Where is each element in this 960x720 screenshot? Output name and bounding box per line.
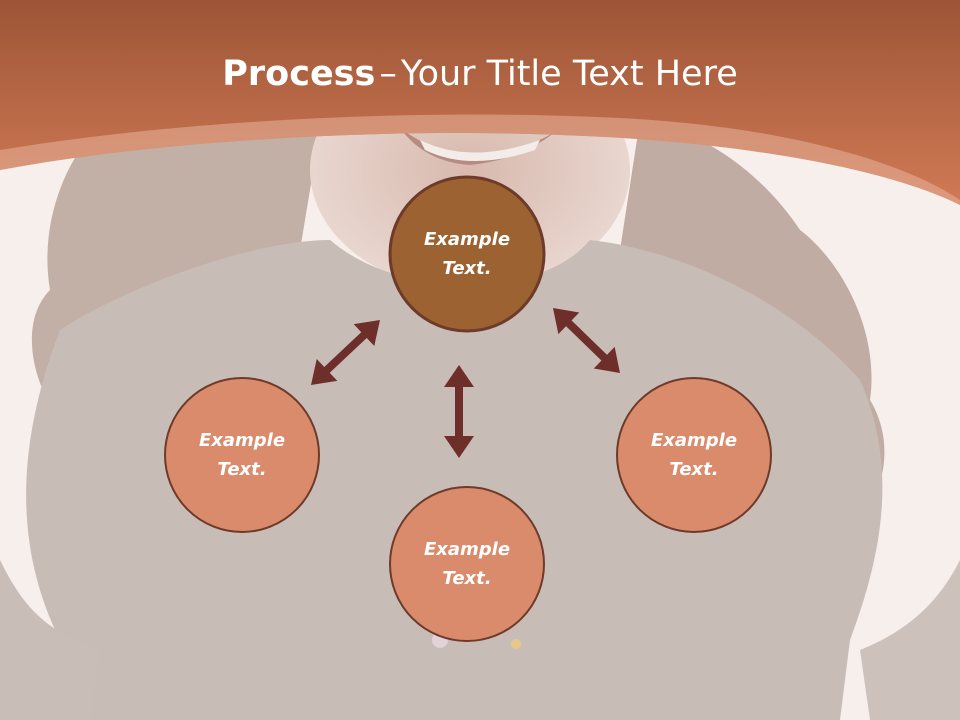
node-circle-top [388,175,546,333]
arrow-top-right [553,308,620,373]
arrow-top-bottom [444,365,474,458]
node-bottom-line1: Example [423,539,511,560]
node-top-label: Example Text. [389,225,545,283]
node-left-label: Example Text. [164,426,320,484]
header-band [0,0,960,205]
header-highlight [0,114,960,205]
title-bold-part: Process [222,54,376,94]
node-bottom-line2: Text. [442,568,492,589]
title-text: Your Title Text Here [400,54,738,94]
node-top-line1: Example [423,229,511,250]
slide-title: Process–Your Title Text Here [0,52,960,96]
connector-arrows [311,308,620,458]
node-right-label: Example Text. [616,426,772,484]
node-right-line2: Text. [669,459,719,480]
node-left-line1: Example [198,430,286,451]
arrow-top-left [311,320,380,385]
node-circle-right [616,377,772,533]
node-top-line2: Text. [442,258,492,279]
node-circle-bottom [389,486,545,642]
node-circle-left [164,377,320,533]
process-nodes [164,175,772,642]
node-right-line1: Example [650,430,738,451]
node-bottom-label: Example Text. [389,535,545,593]
title-separator: – [379,54,397,94]
node-left-line2: Text. [217,459,267,480]
